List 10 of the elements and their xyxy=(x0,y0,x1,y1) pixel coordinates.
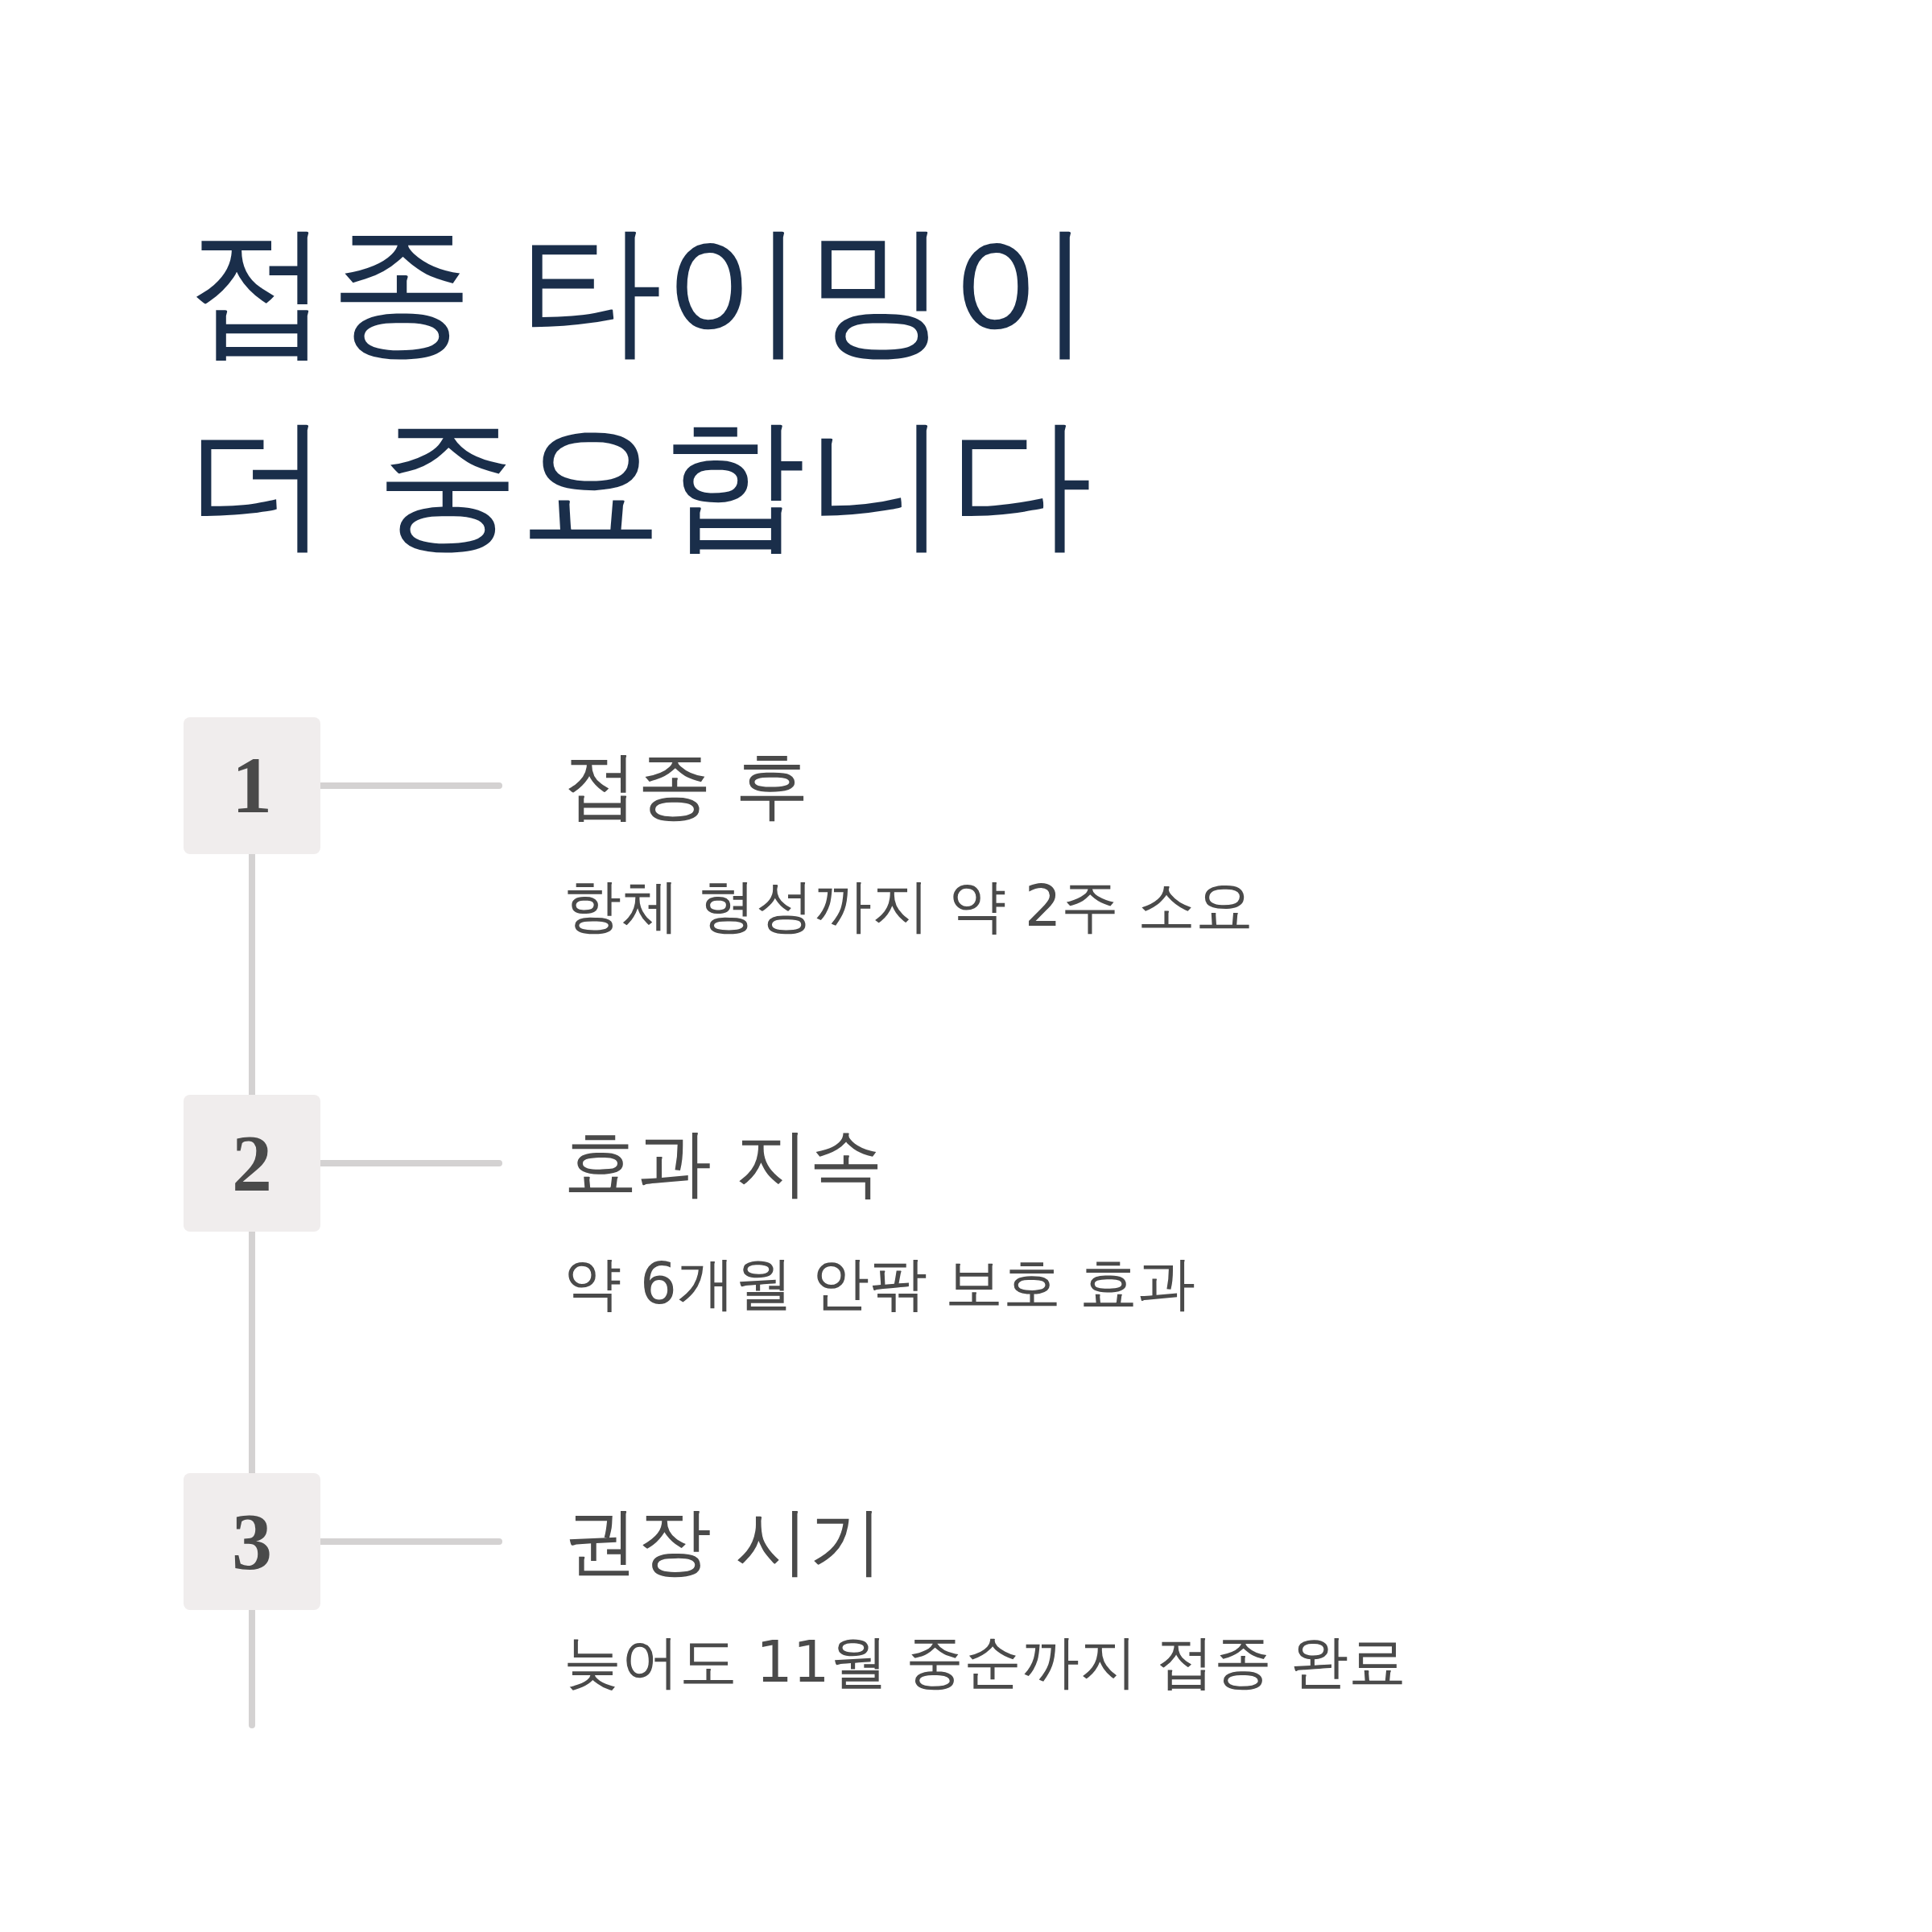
step-heading: 접종 후 xyxy=(564,741,810,830)
step-description: 항체 형성까지 약 2주 소요 xyxy=(564,871,1254,941)
step-number-box: 3 xyxy=(184,1473,320,1610)
step-heading: 효과 지속 xyxy=(564,1119,884,1208)
step-description: 늦어도 11월 중순까지 접종 완료 xyxy=(564,1627,1407,1697)
step-number-box: 2 xyxy=(184,1095,320,1232)
step-description: 약 6개월 안팎 보호 효과 xyxy=(564,1249,1196,1319)
title: 접종 타이밍이 더 중요합니다 xyxy=(187,205,1093,568)
step-heading: 권장 시기 xyxy=(564,1497,884,1586)
step-number-box: 1 xyxy=(184,717,320,854)
